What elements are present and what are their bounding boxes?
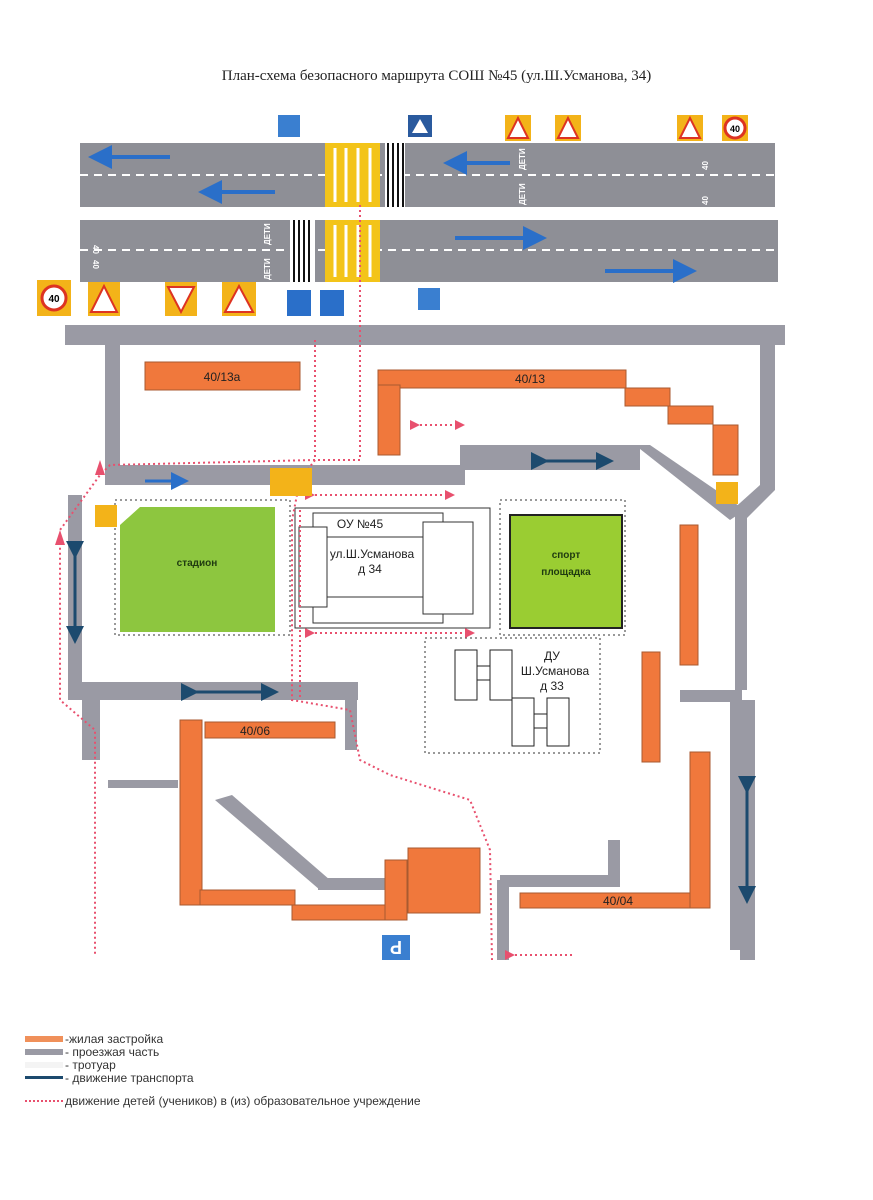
road-marking-children: ДЕТИ [518,148,527,170]
children-sign-icon [89,283,119,313]
road-marking-children: ДЕТИ [518,183,527,205]
legend-item: - тротуар [25,1058,421,1072]
children-sign-icon [678,115,702,139]
svg-text:40: 40 [48,294,60,305]
building-label: 40/04 [603,894,633,908]
building-40-13 [377,369,627,389]
road-marking-children: ДЕТИ [263,223,272,245]
children-sign-icon [95,505,117,527]
crosswalk [290,143,405,282]
route-arrow-icon [55,530,65,545]
school-house: д 34 [358,562,382,576]
svg-text:ДУ: ДУ [544,649,560,663]
svg-text:P: P [390,937,402,957]
children-sign-icon [506,115,530,139]
road-signs-bottom: 40 [37,280,440,316]
children-route [59,205,575,961]
road-marking-speed: 40 [91,245,100,254]
school-address: ул.Ш.Усманова [330,547,415,561]
crossing-sign-icon [270,468,312,496]
legend-item: - движение транспорта [25,1071,421,1085]
school-name: ОУ №45 [337,517,384,531]
yield-sign-icon [166,286,196,315]
svg-text:стадион: стадион [177,558,218,569]
school-ou-45 [294,507,491,629]
legend-item: движение детей (учеников) в (из) образов… [25,1094,421,1108]
legend-item: -жилая застройка [25,1032,421,1046]
road-signs-top: 40 [278,115,748,141]
crossing-sign-icon [320,290,344,316]
traffic-direction-arrows [88,145,697,283]
building-label: 40/13а [204,370,241,384]
legend: -жилая застройка - проезжая часть - трот… [25,1032,421,1108]
building-label: 40/06 [240,724,270,738]
children-sign-icon [716,482,738,504]
warning-sign-icon [556,115,580,139]
children-sign-icon [223,283,255,313]
road-marking-speed: 40 [701,196,710,205]
svg-text:д 33: д 33 [540,679,564,693]
road-marking-speed: 40 [701,161,710,170]
transport-arrows [66,452,756,904]
road-marking-children: ДЕТИ [263,258,272,280]
legend-item: - проезжая часть [25,1045,421,1059]
sport-ground: спорт площадка [499,499,626,636]
building-40-13a [144,361,301,391]
kindergarten-du: ДУ Ш.Усманова д 33 [424,637,601,754]
speed-limit-sign-icon [40,284,68,312]
parking-sign: P [382,935,410,960]
bus-stop-sign-icon [278,115,300,137]
map-title: План-схема безопасного маршрута СОШ №45 … [221,68,652,84]
main-road-upper [80,143,775,207]
svg-text:площадка: площадка [541,567,591,578]
route-arrow-icon [95,460,105,475]
svg-text:40: 40 [730,124,740,134]
residential-buildings [144,361,739,921]
crossing-sign-icon [287,290,311,316]
svg-text:Ш.Усманова: Ш.Усманова [521,664,590,678]
road-marking-speed: 40 [91,260,100,269]
bus-stop-sign-icon [418,288,440,310]
building-40-06 [204,721,336,739]
speed-limit-sign-icon [723,116,747,140]
svg-text:спорт: спорт [552,550,581,561]
building-label: 40/13 [515,372,545,386]
stadium: стадион [114,499,291,636]
